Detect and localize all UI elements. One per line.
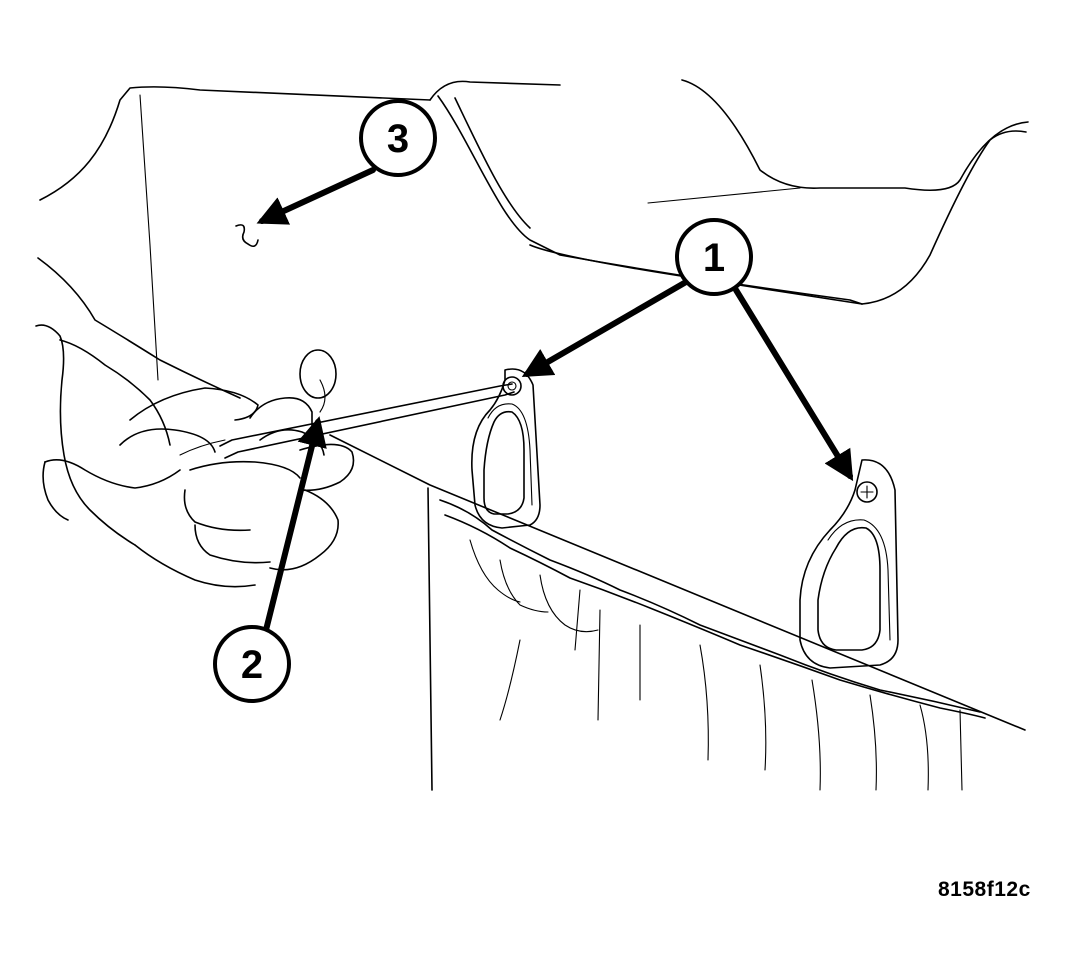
leader-lines [256, 167, 854, 633]
loop-handle-right [799, 459, 899, 669]
callout-2-label: 2 [241, 643, 263, 687]
callout-1: 1 [675, 218, 753, 296]
callout-1-label: 1 [703, 236, 725, 280]
leader-2 [263, 416, 327, 633]
figure-id: 8158f12c [938, 878, 1031, 901]
trim-tool [179, 349, 515, 459]
seat-cushion [329, 434, 1026, 791]
callout-3-label: 3 [387, 117, 409, 161]
leader-1a [521, 279, 689, 378]
hand [35, 257, 355, 588]
loop-handle-left [471, 368, 541, 529]
leader-3 [256, 167, 376, 225]
callout-3: 3 [359, 99, 437, 177]
seat-hook [235, 224, 259, 248]
callout-2: 2 [213, 625, 291, 703]
seat-back-outline [39, 79, 1029, 381]
leader-1b [733, 287, 854, 482]
